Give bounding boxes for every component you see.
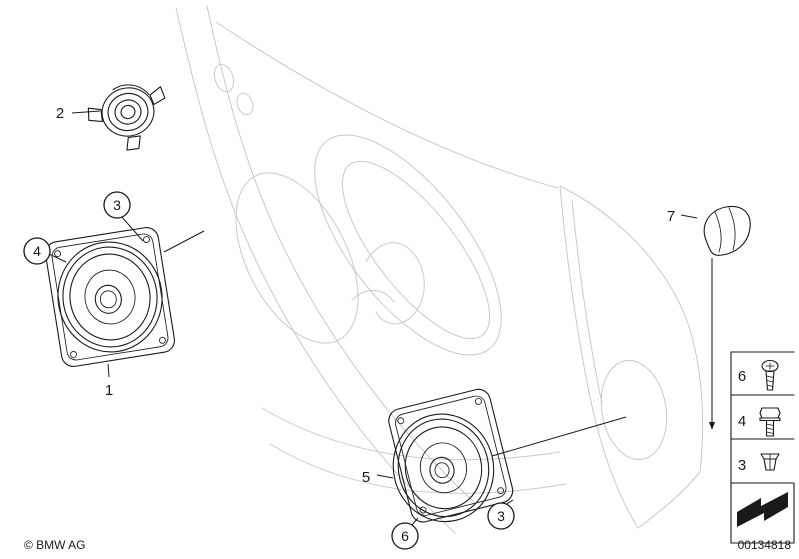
door-vent-hole xyxy=(213,63,235,93)
door-armrest-inner xyxy=(341,160,491,340)
fastener-legend: 6 4 3 xyxy=(730,351,795,544)
leader-lines xyxy=(48,110,715,527)
screw-icon xyxy=(761,359,779,391)
screw-hole xyxy=(158,336,166,344)
footer: © BMW AG 00134818 xyxy=(24,538,791,552)
callout-4-circle[interactable] xyxy=(23,237,51,265)
screw-hole xyxy=(70,350,77,358)
callout-4-number[interactable]: 4 xyxy=(33,243,41,259)
screw-hole xyxy=(397,417,405,425)
screw-hole xyxy=(474,397,482,405)
callout-1-label[interactable]: 1 xyxy=(105,382,113,399)
leader-arrowhead xyxy=(709,422,715,430)
door-pull-handle xyxy=(365,242,425,325)
copyright-text: © BMW AG xyxy=(24,538,86,552)
legend-label-4[interactable]: 4 xyxy=(738,413,746,430)
callout-3-circle-rear-speaker[interactable] xyxy=(487,502,515,530)
document-number: 00134818 xyxy=(738,538,792,552)
front-speaker-drawing xyxy=(45,227,175,367)
callout-3-circle-front-speaker[interactable] xyxy=(103,191,131,219)
callout-6-number[interactable]: 6 xyxy=(401,528,409,544)
screw-hole xyxy=(54,250,62,258)
legend-row-rivet[interactable]: 3 xyxy=(738,453,780,474)
callout-6-circle[interactable] xyxy=(391,522,419,550)
callouts: 2 3 4 1 5 6 3 7 xyxy=(23,105,675,550)
legend-label-3[interactable]: 3 xyxy=(738,457,746,474)
screw-hole xyxy=(497,487,505,495)
callout-3-number[interactable]: 3 xyxy=(113,197,121,213)
rear-trim-panel-outline xyxy=(559,185,704,473)
door-panel-outline xyxy=(175,5,704,534)
bolt-icon xyxy=(759,407,781,437)
legend-symbol-box xyxy=(730,482,795,544)
callout-7-label[interactable]: 7 xyxy=(667,208,675,225)
door-speaker-recess xyxy=(235,172,359,344)
screw-hole xyxy=(143,236,150,244)
callout-3b-number[interactable]: 3 xyxy=(497,508,505,524)
legend-row-screw[interactable]: 6 xyxy=(738,359,779,391)
screw-hole xyxy=(419,506,427,514)
door-armrest-outline xyxy=(314,134,502,356)
callout-5-label[interactable]: 5 xyxy=(362,469,370,486)
expanding-rivet-icon xyxy=(760,453,780,471)
legend-row-bolt[interactable]: 4 xyxy=(738,407,781,437)
cover-drawing xyxy=(703,205,751,256)
rear-speaker-recess xyxy=(600,359,668,461)
tweeter-drawing xyxy=(87,84,166,151)
door-vent-hole xyxy=(236,92,254,116)
callout-2-label[interactable]: 2 xyxy=(56,105,64,122)
direction-arrow-icon xyxy=(737,492,788,527)
legend-label-6[interactable]: 6 xyxy=(738,368,746,385)
